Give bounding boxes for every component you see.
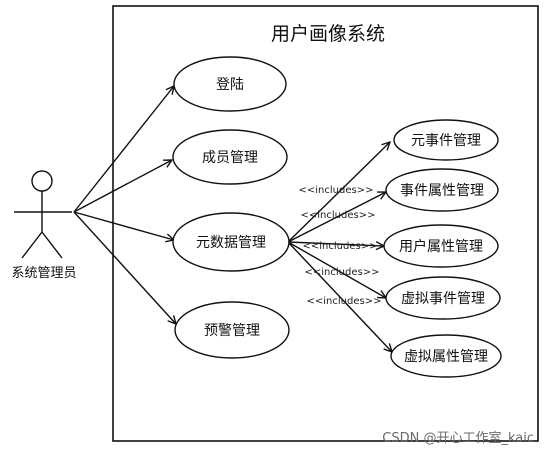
assoc-login [73, 86, 174, 213]
include-virtual-attr [287, 241, 392, 352]
assoc-alert [73, 211, 176, 324]
actor-label: 系统管理员 [11, 266, 76, 281]
use-case-alert-management: 预警管理 [174, 301, 290, 359]
use-case-user-attr-management: 用户属性管理 [383, 224, 499, 268]
use-case-virtual-attr-label: 虚拟属性管理 [404, 349, 488, 365]
use-case-virtual-attr-management: 虚拟属性管理 [390, 334, 502, 378]
actor-head [31, 170, 53, 192]
use-case-meta-event-management: 元事件管理 [393, 119, 499, 161]
actor-right-leg [41, 231, 63, 259]
assoc-member [73, 160, 172, 213]
actor-left-leg [21, 231, 43, 259]
use-case-virtual-event-management: 虚拟事件管理 [385, 276, 501, 320]
includes-label-5: <<includes>> [307, 296, 382, 307]
include-meta-event [287, 142, 390, 243]
actor-system-admin: 系统管理员 [11, 170, 77, 281]
includes-label-1: <<includes>> [299, 185, 374, 196]
includes-label-2: <<includes>> [301, 210, 376, 221]
use-case-login: 登陆 [173, 56, 287, 112]
use-case-login-label: 登陆 [216, 77, 244, 93]
watermark: CSDN @开心工作室_kaic [382, 430, 534, 446]
use-case-user-attr-label: 用户属性管理 [399, 238, 483, 255]
system-title: 用户画像系统 [271, 23, 385, 45]
include-virtual-event [287, 241, 386, 298]
includes-label-4: <<includes>> [305, 267, 380, 278]
use-case-metadata-management: 元数据管理 [172, 212, 290, 272]
includes-label-3: <<includes>> [303, 241, 378, 252]
use-case-member-management: 成员管理 [172, 129, 288, 185]
use-case-metadata-label: 元数据管理 [196, 235, 266, 251]
use-case-alert-label: 预警管理 [204, 323, 260, 339]
use-case-meta-event-label: 元事件管理 [411, 133, 481, 149]
actor-associations [73, 86, 176, 324]
include-arrows [287, 142, 392, 352]
include-event-attr [287, 192, 386, 243]
use-case-event-attr-management: 事件属性管理 [385, 168, 499, 212]
use-case-member-label: 成员管理 [202, 150, 258, 166]
assoc-metadata [73, 211, 174, 240]
include-user-attr [287, 242, 384, 246]
use-case-event-attr-label: 事件属性管理 [400, 183, 484, 199]
use-case-virtual-event-label: 虚拟事件管理 [401, 291, 485, 307]
